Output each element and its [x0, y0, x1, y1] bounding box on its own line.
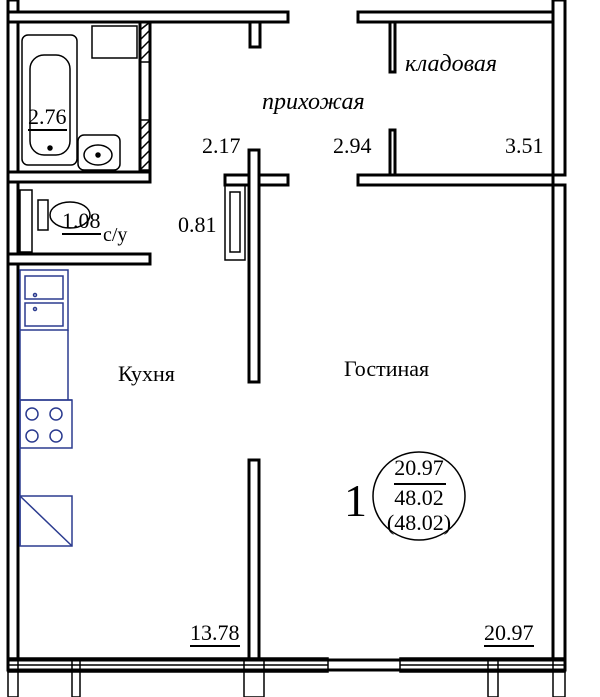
wall-right-top	[551, 0, 567, 177]
kitchen-sink-icon	[19, 269, 69, 331]
storage-post-bot	[388, 128, 397, 177]
wall-top-right	[356, 10, 555, 24]
room-label-hallway: прихожая	[262, 89, 365, 115]
partition-upper	[247, 148, 261, 384]
stove-icon	[19, 399, 73, 449]
bathtub-icon	[21, 34, 78, 166]
window-icon	[7, 657, 566, 697]
storage-post-top	[388, 20, 397, 74]
room-label-wc: с/у	[103, 224, 128, 246]
wc-bottom-wall	[6, 252, 152, 266]
counter-icon	[19, 330, 72, 545]
area-label-storage: 3.51	[505, 133, 544, 158]
sink-icon	[77, 134, 121, 171]
area-label-closet: 0.81	[178, 212, 217, 237]
wall-right	[551, 183, 567, 672]
bath-bottom-wall	[6, 170, 152, 184]
living-area-value: 20.97	[394, 455, 444, 480]
area-label-hall-right: 2.94	[333, 133, 372, 158]
fraction-bar	[394, 483, 446, 485]
total-area-value: 48.02	[394, 485, 444, 510]
storage-bottom-wall	[356, 173, 555, 187]
partition-lower	[247, 458, 261, 672]
area-summary: 20.97 48.02 (48.02)	[372, 452, 466, 540]
total-area-paren-value: (48.02)	[386, 510, 452, 535]
room-label-storage: кладовая	[405, 51, 498, 77]
area-badge	[372, 451, 466, 541]
area-label-hall-left: 2.17	[202, 133, 241, 158]
washing-machine-icon	[91, 25, 138, 59]
wall-stub-top	[248, 20, 262, 49]
area-label-kitchen: 13.78	[190, 620, 240, 647]
area-label-wc: 1.08	[62, 208, 101, 235]
area-label-living: 20.97	[484, 620, 534, 647]
room-label-living: Гостиная	[344, 356, 430, 381]
room-label-kitchen: Кухня	[118, 361, 175, 386]
area-label-bath: 2.76	[28, 104, 67, 131]
rooms-count: 1	[344, 475, 367, 526]
wall-left	[6, 0, 20, 672]
toilet-icon	[37, 199, 91, 231]
fridge-icon	[19, 495, 73, 547]
